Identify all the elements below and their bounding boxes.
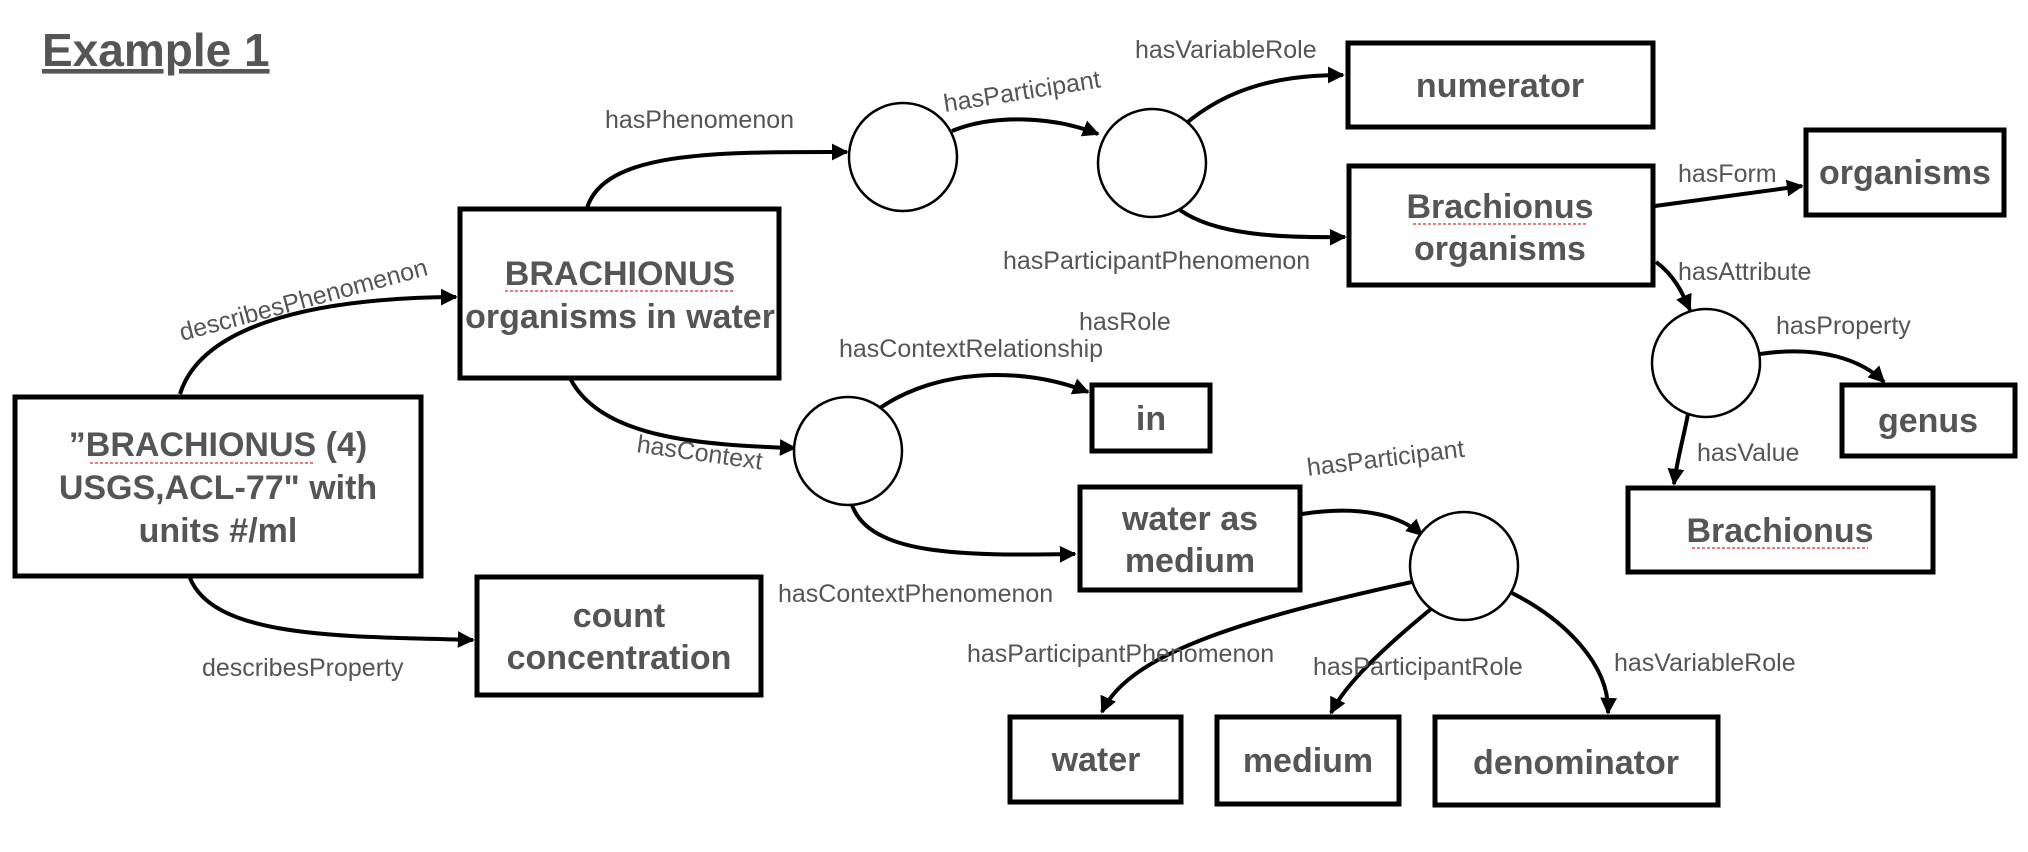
node-numerator: numerator (1345, 40, 1656, 130)
edge-label-has-variable-role-2: hasVariableRole (1614, 649, 1796, 677)
edge-has-participant-2 (1301, 508, 1424, 537)
node-denominator-label: denominator (1473, 744, 1679, 782)
edge-has-participant-phenomenon-1 (1178, 208, 1347, 246)
edge-has-attribute (1654, 260, 1692, 312)
node-organisms-label: organisms (1819, 154, 1991, 192)
edge-label-has-context: hasContext (635, 430, 764, 475)
edge-has-context-relationship (878, 373, 1090, 410)
node-phenomenon-line-1: BRACHIONUS (505, 255, 735, 293)
node-water-label: water (1051, 741, 1141, 779)
edge-label-has-role: hasRole (1079, 308, 1171, 336)
node-count-concentration: count concentration (474, 574, 764, 698)
edge-label-has-variable-role-1: hasVariableRole (1135, 36, 1317, 64)
node-brachionus-organisms-line-2: organisms (1414, 230, 1586, 268)
diagram-title: Example 1 (42, 24, 270, 76)
node-water-as-medium-line-1: water as (1121, 500, 1258, 538)
edge-label-has-phenomenon: hasPhenomenon (605, 106, 794, 134)
node-water: water (1007, 714, 1184, 805)
edge-has-context-phenomenon (850, 504, 1077, 563)
blank-node-context (792, 395, 904, 507)
node-count-concentration-line-1: count (573, 597, 666, 635)
blank-node-phenomenon (847, 101, 959, 213)
edge-label-has-participant-1: hasParticipant (942, 65, 1103, 117)
node-brachionus-organisms: Brachionus organisms (1346, 163, 1656, 288)
node-source-line-1: ”BRACHIONUS (4) (69, 426, 367, 464)
edge-label-has-context-relationship: hasContextRelationship (839, 335, 1103, 363)
edge-label-has-participant-phenomenon-2: hasParticipantPhenomenon (967, 640, 1274, 668)
node-brachionus-value: Brachionus (1625, 485, 1936, 575)
edge-has-phenomenon (585, 143, 849, 209)
edge-describes-phenomenon (178, 288, 458, 395)
edge-label-describes-property: describesProperty (202, 654, 404, 682)
node-medium: medium (1214, 714, 1402, 807)
node-source-variable: ”BRACHIONUS (4) USGS,ACL-77" with units … (12, 394, 424, 579)
node-medium-label: medium (1243, 742, 1373, 780)
node-source-line-3: units #/ml (139, 512, 298, 550)
node-source-line-2: USGS,ACL-77" with (59, 469, 377, 507)
edge-label-has-form: hasForm (1678, 160, 1777, 188)
node-count-concentration-line-2: concentration (507, 639, 732, 677)
node-phenomenon: BRACHIONUS organisms in water (457, 206, 782, 381)
node-water-as-medium-line-2: medium (1125, 542, 1255, 580)
node-denominator: denominator (1432, 714, 1721, 808)
edge-describes-property (188, 577, 475, 648)
edge-has-participant-role (1329, 598, 1444, 715)
edge-has-variable-role-2 (1511, 591, 1618, 715)
edge-label-has-value: hasValue (1697, 439, 1799, 467)
node-genus-label: genus (1878, 402, 1978, 440)
node-phenomenon-line-2: organisms in water (465, 298, 775, 336)
node-genus: genus (1839, 382, 2018, 459)
blank-node-attribute (1650, 307, 1762, 419)
edge-has-form (1654, 179, 1804, 208)
node-water-as-medium: water as medium (1077, 484, 1303, 593)
edge-has-property (1759, 349, 1886, 384)
node-organisms: organisms (1803, 127, 2007, 218)
edge-label-has-property: hasProperty (1776, 312, 1911, 340)
node-numerator-label: numerator (1416, 67, 1584, 105)
node-brachionus-organisms-line-1: Brachionus (1406, 188, 1593, 226)
edge-has-value (1667, 413, 1690, 486)
edge-has-participant-phenomenon-2 (1100, 576, 1431, 714)
edge-label-has-context-phenomenon: hasContextPhenomenon (778, 580, 1053, 608)
node-in-label: in (1136, 400, 1166, 438)
edge-label-has-attribute: hasAttribute (1678, 258, 1811, 286)
blank-node-medium-participant (1408, 510, 1520, 622)
edge-has-context (568, 377, 797, 456)
node-brachionus-value-label: Brachionus (1686, 512, 1873, 550)
blank-node-participant (1096, 107, 1208, 219)
edge-has-variable-role-1 (1181, 66, 1345, 128)
edge-label-has-participant-role: hasParticipantRole (1313, 653, 1523, 681)
edge-label-has-participant-phenomenon-1: hasParticipantPhenomenon (1003, 247, 1310, 275)
edge-has-participant-1 (951, 117, 1100, 137)
edge-label-has-participant-2: hasParticipant (1305, 435, 1466, 482)
node-in: in (1089, 382, 1213, 454)
